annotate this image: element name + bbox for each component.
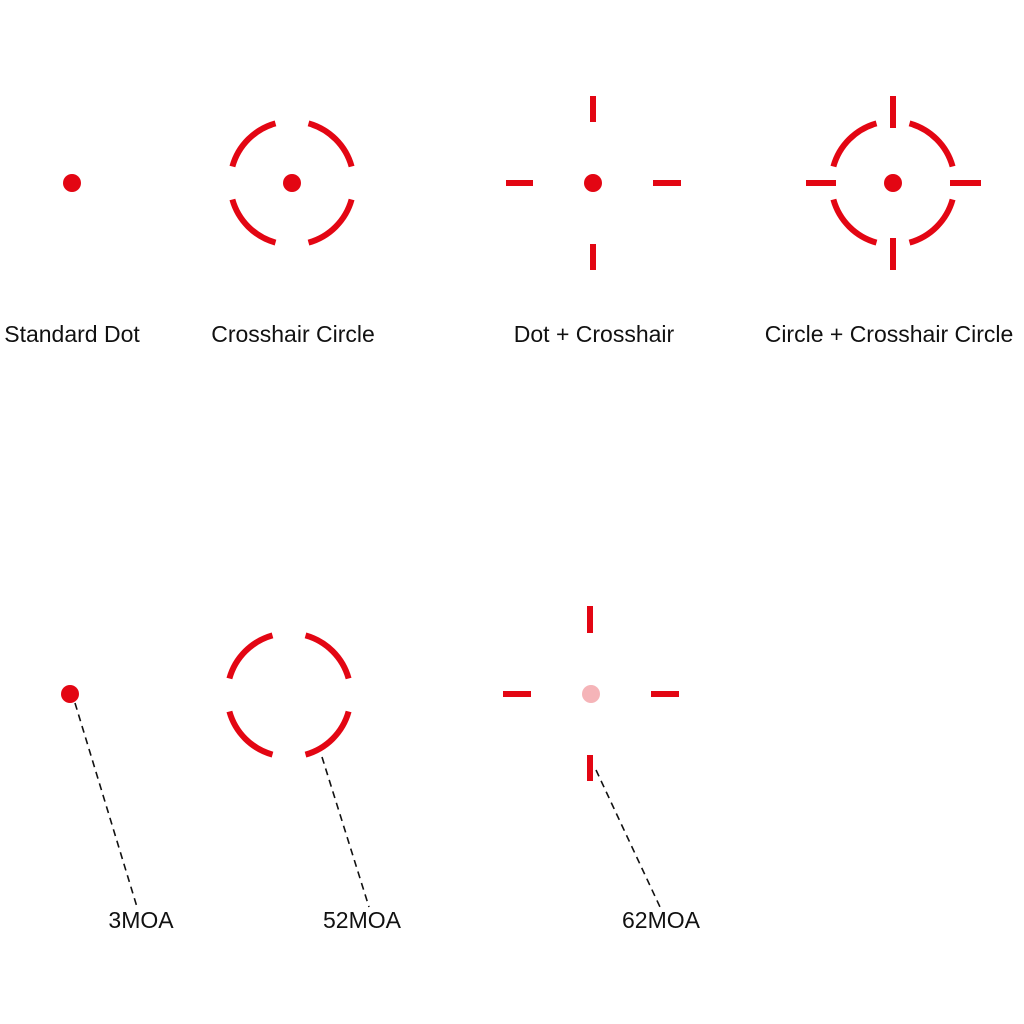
standard-dot-reticle: [63, 174, 81, 192]
measured-dot: [61, 685, 79, 703]
circle-arc-top-left: [830, 120, 878, 168]
reticle-label-circle-crosshair-circle: Circle + Crosshair Circle: [765, 321, 1014, 347]
reticle-label-dot-crosshair: Dot + Crosshair: [514, 321, 675, 347]
circle-arc-top-right: [908, 120, 956, 168]
dot-size-example: [61, 685, 138, 908]
circle-size-example: [226, 632, 370, 908]
center-dot: [584, 174, 602, 192]
center-dot: [283, 174, 301, 192]
circle-arc-top-right: [307, 120, 355, 168]
measurement-label-52moa: 52MOA: [323, 907, 402, 933]
circle-arc-bottom-right: [304, 710, 352, 758]
center-dot: [63, 174, 81, 192]
circle-arc-bottom-right: [908, 198, 956, 246]
circle-size-leader-line: [321, 756, 370, 908]
circle-arc-bottom-left: [226, 710, 274, 758]
dot-crosshair-reticle: [506, 96, 681, 270]
circle-arc-bottom-left: [229, 198, 277, 246]
circle-arc-bottom-left: [830, 198, 878, 246]
reticle-label-crosshair-circle: Crosshair Circle: [211, 321, 375, 347]
reticle-label-standard-dot: Standard Dot: [4, 321, 140, 347]
circle-arc-bottom-right: [307, 198, 355, 246]
faded-center-dot: [582, 685, 600, 703]
crosshair-size-example: [503, 606, 679, 908]
circle-arc-top-left: [226, 632, 274, 680]
center-dot: [884, 174, 902, 192]
measurement-label-3moa: 3MOA: [108, 907, 174, 933]
measurement-label-62moa: 62MOA: [622, 907, 701, 933]
circle-crosshair-circle-reticle: [806, 96, 981, 270]
crosshair-circle-reticle: [229, 120, 355, 246]
circle-arc-top-right: [304, 632, 352, 680]
circle-arc-top-left: [229, 120, 277, 168]
crosshair-size-leader-line: [595, 769, 661, 908]
dot-size-leader-line: [74, 702, 138, 908]
